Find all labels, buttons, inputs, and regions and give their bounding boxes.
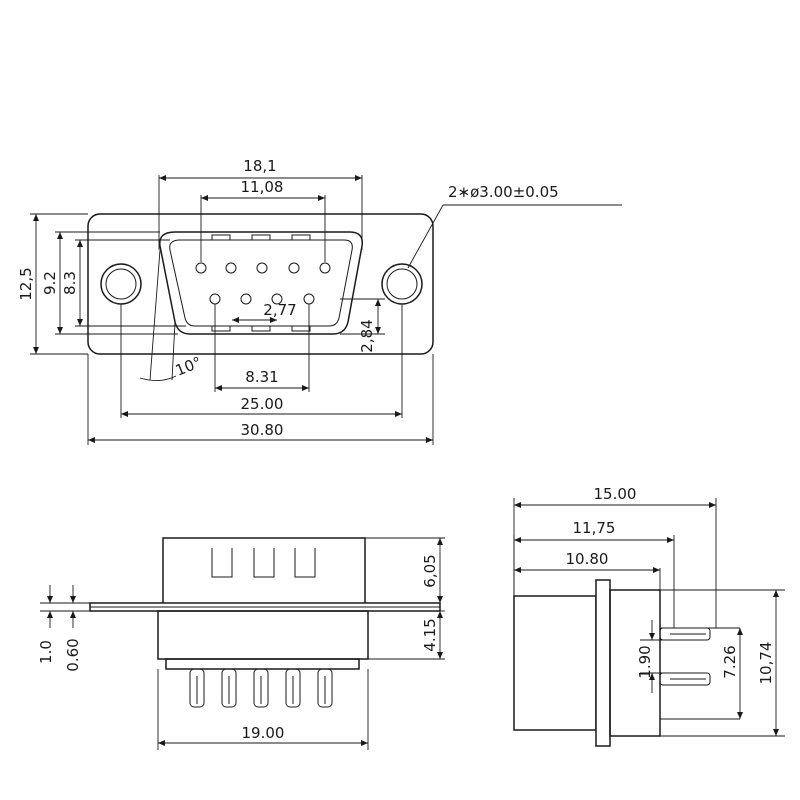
profile-shell [513,595,597,731]
bottom-tabs [211,325,311,332]
dim-width: 19.00 [242,724,285,742]
side-shell-top [162,537,366,607]
d-shell-inner [169,239,353,327]
dim-shell-height: 9.2 [41,271,59,295]
solder-cups [189,668,333,708]
profile-view: 15.00 11,75 10.80 1.90 7.26 10,74 [513,485,785,747]
dim-inner-height: 8.3 [61,271,79,295]
dim-hole-spacing: 25.00 [241,395,284,413]
dim-length-3: 10.80 [566,550,609,568]
dim-rear-depth: 4.15 [421,618,439,651]
profile-pins [659,627,711,686]
dim-length-2: 11,75 [573,519,616,537]
dim-flange-2: 0.60 [64,638,82,671]
shell-slots [211,548,316,578]
dim-pitch: 2,77 [263,301,296,319]
pin-row-bottom [209,293,315,305]
dim-flange-1: 1.0 [37,640,55,664]
mounting-hole-right [381,263,423,305]
dim-total-length: 15.00 [594,485,637,503]
dim-angle: 10° [173,353,204,380]
top-tabs [211,234,311,241]
dim-shell-depth: 6,05 [421,554,439,587]
mounting-hole-left [100,263,142,305]
side-rear-body [157,610,369,660]
hole-note: 2∗ø3.00±0.05 [448,183,559,201]
profile-flange [595,579,611,747]
dim-total-height: 10,74 [757,642,775,685]
dim-row-gap: 1.90 [636,645,654,678]
d-shell-outer [159,231,363,335]
dim-total-height: 12,5 [17,267,35,300]
front-view: 18,1 11,08 2∗ø3.00±0.05 12,5 9.2 8.3 2,7… [17,157,622,445]
dim-row-span: 8.31 [245,368,278,386]
side-view: 6,05 4.15 1.0 0.60 19.00 [37,537,445,750]
flange-outline [87,213,434,355]
dim-pin-height: 7.26 [721,645,739,678]
dim-pin-span-inner: 11,08 [241,178,284,196]
dim-pin-span-outer: 18,1 [243,157,276,175]
side-rear-step [165,658,360,670]
dim-row-offset: 2,84 [358,319,376,352]
pin-row-top [195,262,331,274]
dim-total-width: 30.80 [241,421,284,439]
